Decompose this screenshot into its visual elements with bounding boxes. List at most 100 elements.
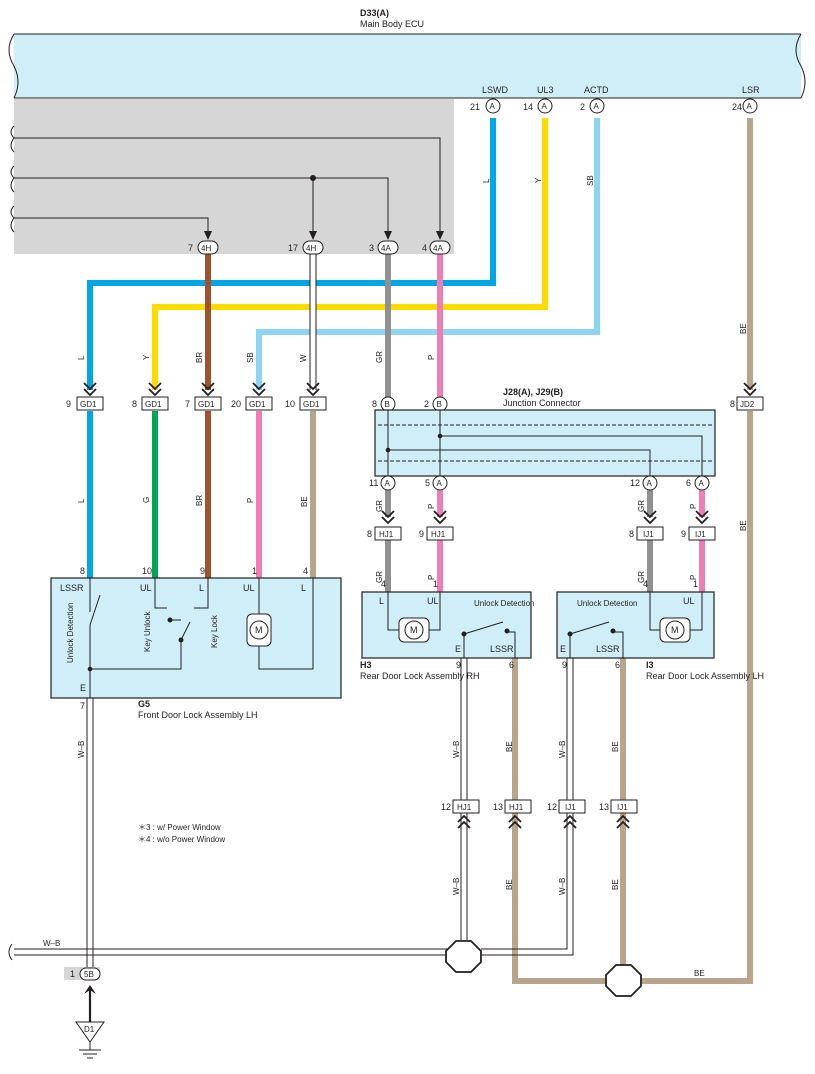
- svg-text:W: W: [299, 354, 308, 362]
- note-power-window: ＊3 : w/ Power Window: [138, 823, 221, 832]
- power-window-variant-area: [14, 99, 454, 254]
- grey-area-arrows: [204, 231, 444, 240]
- svg-text:GR: GR: [637, 571, 646, 583]
- svg-text:Y: Y: [534, 177, 543, 183]
- wire-y-ul3: [152, 118, 548, 390]
- svg-text:HJ1: HJ1: [379, 530, 394, 539]
- g5-pin-4: 4: [303, 566, 308, 576]
- junction-box: [374, 409, 716, 477]
- svg-text:4A: 4A: [381, 244, 391, 253]
- svg-text:21: 21: [470, 102, 480, 112]
- svg-text:Y: Y: [142, 354, 151, 360]
- g5-internal-circuit: [89, 578, 314, 698]
- ecu-pin-21: 21 A: [470, 98, 501, 114]
- lower-ij1-pin-12: 12 IJ1: [547, 799, 586, 814]
- h3-pin-label-l: L: [379, 596, 384, 606]
- ecu-code: D33(A): [360, 8, 389, 18]
- i3-code: I3: [646, 660, 654, 670]
- gd1-pin-20: 20 GD1: [231, 396, 273, 411]
- upper-ij1-pin-8: 8 IJ1: [629, 526, 664, 541]
- svg-text:A: A: [437, 479, 443, 488]
- svg-text:HJ1: HJ1: [431, 530, 446, 539]
- svg-text:A: A: [594, 102, 600, 111]
- svg-text:12: 12: [441, 802, 451, 812]
- svg-text:A: A: [747, 102, 753, 111]
- svg-text:P: P: [689, 504, 698, 509]
- wire-wb-main: [14, 948, 449, 956]
- svg-text:M: M: [410, 625, 418, 635]
- h3-motor: M: [398, 617, 430, 643]
- svg-text:11: 11: [369, 478, 378, 488]
- svg-text:GR: GR: [375, 500, 384, 512]
- svg-text:8: 8: [372, 399, 377, 409]
- i3-name: Rear Door Lock Assembly LH: [646, 671, 764, 681]
- wire-labels-middle: L G BR P BE GR P GR P BE GR P GR P: [77, 495, 748, 583]
- svg-text:A: A: [490, 102, 496, 111]
- svg-text:IJ1: IJ1: [565, 803, 576, 812]
- ecu-pin-label-ul3: UL3: [537, 85, 554, 95]
- svg-text:6: 6: [686, 478, 691, 488]
- svg-text:A: A: [647, 479, 653, 488]
- svg-text:JD2: JD2: [740, 400, 755, 409]
- gd1-pin-10: 10 GD1: [285, 396, 327, 411]
- grey-area-wires: [10, 125, 441, 238]
- g5-pin-9: 9: [200, 566, 205, 576]
- svg-text:M: M: [671, 625, 679, 635]
- upper-hj1-pin-8: 8 HJ1: [367, 526, 402, 541]
- g5-pin-label-l: L: [199, 583, 204, 593]
- i3-label-lssr: LSSR: [596, 644, 620, 654]
- ground-symbol: D1: [75, 1021, 105, 1059]
- svg-text:GD1: GD1: [80, 400, 97, 409]
- svg-text:2: 2: [424, 399, 429, 409]
- junction-bottom-pin-6: 6 A: [686, 475, 710, 491]
- i3-bottom-pin-9: 9: [562, 660, 567, 670]
- svg-text:W–B: W–B: [452, 741, 461, 758]
- g5-code: G5: [138, 699, 150, 709]
- svg-text:3: 3: [369, 243, 374, 253]
- svg-text:A: A: [699, 479, 705, 488]
- svg-text:IJ1: IJ1: [695, 530, 706, 539]
- svg-text:BE: BE: [739, 520, 748, 531]
- h3-name: Rear Door Lock Assembly RH: [360, 671, 480, 681]
- svg-text:BR: BR: [195, 495, 204, 506]
- svg-text:P: P: [689, 575, 698, 580]
- svg-text:W–B: W–B: [452, 878, 461, 895]
- svg-text:A: A: [385, 479, 391, 488]
- lower-hj1-pin-13: 13 HJ1: [493, 799, 532, 814]
- svg-text:W–B: W–B: [558, 741, 567, 758]
- lower-ij1-pin-13: 13 IJ1: [599, 799, 638, 814]
- inbound-pin-7-4h: 7 4H: [188, 240, 219, 255]
- svg-text:14: 14: [523, 102, 533, 112]
- junction-top-pin-2: 2 B: [424, 396, 448, 412]
- i3-internal-circuit: [567, 592, 703, 658]
- inbound-pin-4-4a: 4 4A: [422, 240, 451, 255]
- wire-wb-g5: [86, 698, 94, 968]
- svg-text:GD1: GD1: [303, 400, 320, 409]
- svg-text:L: L: [482, 178, 491, 183]
- svg-text:4H: 4H: [306, 244, 316, 253]
- junction-dot-2: [385, 447, 391, 453]
- h3-label-e: E: [455, 644, 461, 654]
- wire-be-h3: [512, 658, 610, 984]
- svg-text:17: 17: [288, 243, 298, 253]
- junction-bottom-pin-11: 11 A: [369, 475, 396, 491]
- svg-text:13: 13: [493, 802, 503, 812]
- svg-text:P: P: [246, 498, 255, 503]
- h3-internal-circuit: [387, 592, 516, 658]
- svg-text:HJ1: HJ1: [509, 803, 524, 812]
- i3-bottom-pin-6: 6: [615, 660, 620, 670]
- svg-text:IJ1: IJ1: [617, 803, 628, 812]
- h3-pin-1: 1: [433, 579, 438, 589]
- ecu-pin-label-lswd: LSWD: [482, 85, 509, 95]
- svg-text:8: 8: [367, 529, 372, 539]
- wire-labels-upper: L Y SB BE L Y BR SB W GR P: [77, 175, 748, 363]
- svg-text:9: 9: [681, 529, 686, 539]
- g5-name: Front Door Lock Assembly LH: [138, 710, 258, 720]
- svg-text:2: 2: [580, 102, 585, 112]
- svg-text:W–B: W–B: [77, 741, 86, 758]
- note-no-power-window: ＊4 : w/o Power Window: [138, 835, 225, 844]
- upper-ij1-pin-9: 9 IJ1: [681, 526, 716, 541]
- svg-text:8: 8: [730, 399, 735, 409]
- wire-sb-actd: [256, 118, 600, 390]
- svg-text:BE: BE: [505, 741, 514, 752]
